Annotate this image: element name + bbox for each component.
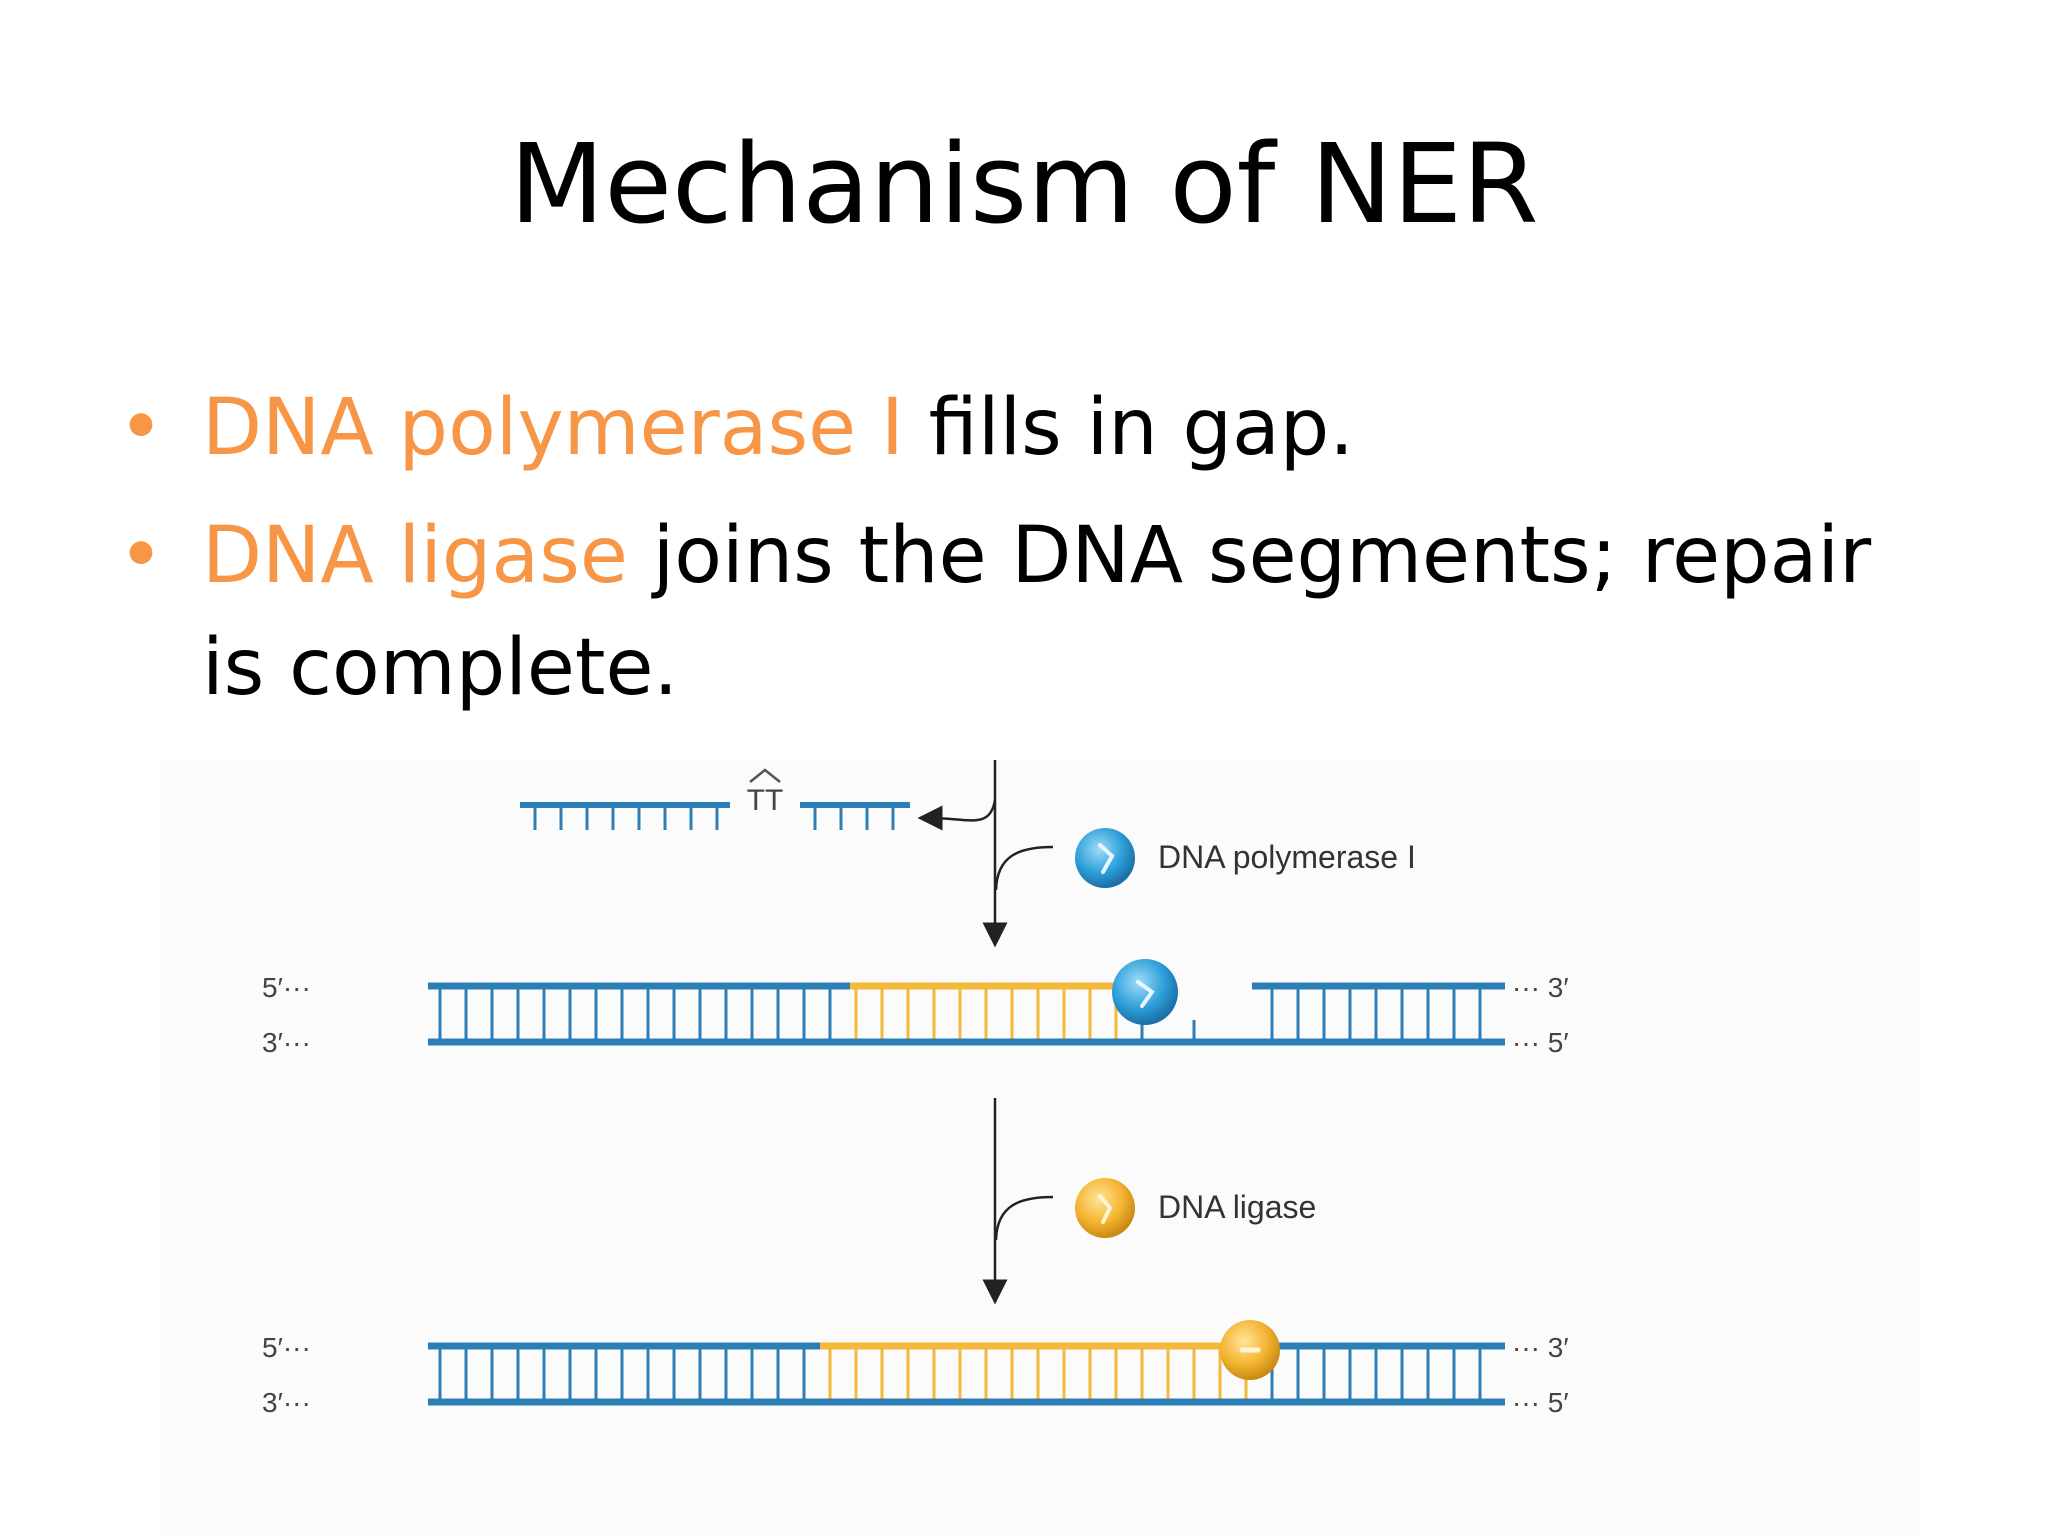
enzyme-entry-line	[994, 845, 1054, 891]
strand-end-3prime-right: ··· 3′	[1512, 972, 1569, 1003]
dna-duplex-gap: 5′··· 3′··· ··· 3′ ··· 5′	[262, 959, 1569, 1058]
base-pair-ticks	[438, 1346, 1482, 1402]
figure-panel: TT DNA polymerase I 5′··· 3′··· ··· 3′ ·…	[160, 760, 1920, 1536]
bullet-dot-icon: •	[118, 383, 165, 473]
base-pair-ticks	[438, 986, 1482, 1042]
polymerase-enzyme-icon	[1075, 828, 1135, 888]
dna-duplex-repaired: 5′··· 3′··· ··· 3′ ··· 5′	[262, 1320, 1569, 1418]
dimer-bond-icon	[749, 768, 781, 783]
bullet-item: • DNA polymerase I fills in gap.	[118, 372, 1938, 484]
bullet-item: • DNA ligase joins the DNA segments; rep…	[118, 500, 1938, 724]
polymerase-on-dna-icon	[1112, 959, 1178, 1025]
ner-diagram: TT DNA polymerase I 5′··· 3′··· ··· 3′ ·…	[262, 760, 1569, 1418]
enzyme-entry-line	[994, 1195, 1054, 1241]
bullet-text: fills in gap.	[903, 383, 1355, 473]
bullet-highlight: DNA polymerase I	[202, 383, 904, 473]
slide-title: Mechanism of NER	[509, 120, 1539, 248]
release-arrow	[917, 799, 997, 831]
strand-end-5prime-right: ··· 5′	[1512, 1387, 1569, 1418]
step-polymerase: DNA polymerase I	[982, 760, 1416, 948]
strand-end-5prime: 5′···	[262, 972, 311, 1003]
bullet-list: • DNA polymerase I fills in gap. • DNA l…	[118, 372, 1938, 740]
thymine-dimer-label: TT	[747, 784, 784, 817]
strand-end-5prime-right: ··· 5′	[1512, 1027, 1569, 1058]
excised-fragment: TT	[520, 768, 997, 831]
step-ligase: DNA ligase	[982, 1098, 1316, 1305]
bullet-highlight: DNA ligase	[202, 511, 628, 601]
ligase-label: DNA ligase	[1158, 1189, 1316, 1225]
fragment-ticks	[533, 805, 895, 830]
strand-end-3prime: 3′···	[262, 1027, 311, 1058]
polymerase-label: DNA polymerase I	[1158, 839, 1416, 875]
strand-end-3prime: 3′···	[262, 1387, 311, 1418]
strand-end-5prime: 5′···	[262, 1332, 311, 1363]
bullet-text: joins the DNA segments; repair is comple…	[202, 511, 1872, 713]
strand-end-3prime-right: ··· 3′	[1512, 1332, 1569, 1363]
ligase-enzyme-icon	[1075, 1178, 1135, 1238]
bullet-dot-icon: •	[118, 511, 165, 601]
